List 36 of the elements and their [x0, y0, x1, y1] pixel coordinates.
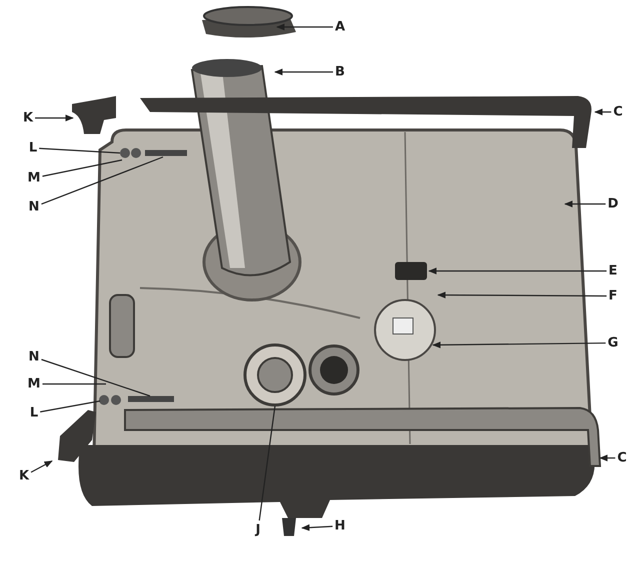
callout-letter: G [608, 336, 618, 350]
callout-letter: L [30, 406, 38, 420]
arrow [301, 524, 333, 531]
callout-letter: M [28, 376, 40, 392]
arrow [599, 454, 616, 462]
arrow [30, 460, 53, 473]
callout-letter: L [28, 140, 38, 156]
arrow [432, 342, 606, 348]
callout-letter: H [334, 518, 346, 534]
leader-line [39, 148, 120, 154]
arrow [564, 200, 606, 208]
callout-letter: E [608, 264, 618, 278]
leader-line [42, 383, 106, 385]
leader-line [258, 406, 276, 521]
callout-letter: D [608, 196, 618, 212]
arrow [274, 68, 334, 76]
leader-line [41, 358, 150, 397]
callout-letter: J [256, 522, 260, 538]
callout-letter: N [28, 200, 40, 214]
callout-letter: A [334, 20, 346, 34]
arrow [276, 24, 333, 30]
callout-letter: B [335, 64, 345, 80]
arrow [35, 114, 74, 122]
callout-letter: C [617, 450, 627, 466]
callout-letter: M [28, 170, 40, 186]
callout-letter: C [613, 104, 623, 120]
callout-letter: F [608, 288, 618, 304]
callout-letter: N [28, 350, 40, 364]
leader-line [41, 156, 164, 205]
arrow [437, 292, 607, 298]
callout-letter: K [22, 110, 34, 126]
arrow [594, 108, 612, 116]
arrow [428, 268, 607, 274]
callout-letter: K [18, 468, 30, 484]
leader-line [42, 159, 122, 177]
leader-line [40, 400, 100, 412]
